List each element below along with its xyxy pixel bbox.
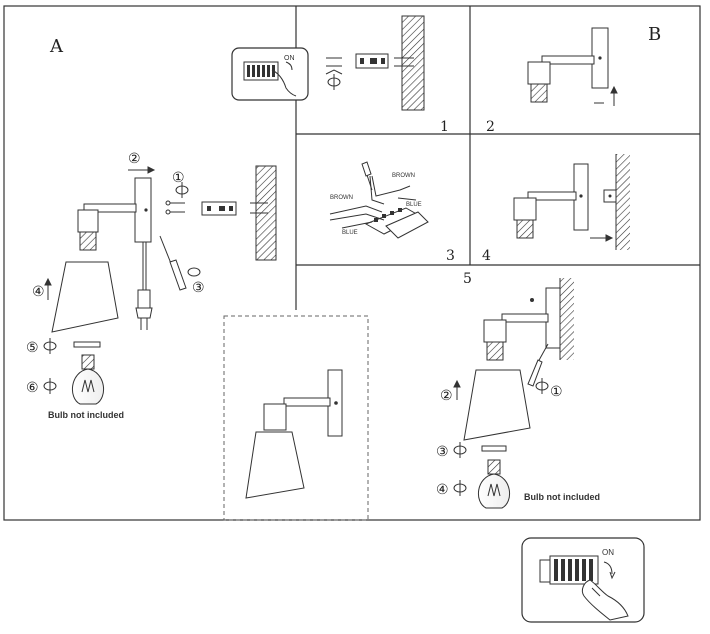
marker-a-3: ③ [192,280,205,296]
step-label-5: 5 [463,271,472,287]
panel-label-b: B [648,24,661,45]
hand-icon [581,579,629,621]
rotate-arrow-icon [175,182,189,198]
wire-brown-top: BROWN [392,173,415,179]
rotate-arrow-icon-5 [535,378,549,394]
screwdriver-icon-3 [361,161,373,191]
lamp-arm [83,203,137,213]
lamp-step2 [527,27,609,103]
switch-panel-icon-bottom: ON [521,537,645,623]
shade-ring [73,341,101,348]
rotate-arrow-icon-4 [43,378,57,394]
step-label-3: 3 [446,248,455,264]
arrow-icon [128,166,156,174]
lamp-step4 [513,163,617,239]
marker-5-4: ④ [436,482,449,498]
dashed-result-panel [223,315,369,521]
rotate-arrow-icon-7 [453,480,467,496]
rotate-arrow-icon-3 [43,338,57,354]
wall-hatch-icon-1 [401,15,425,111]
result-lamp [245,369,343,499]
arrow-icon-4 [590,234,614,242]
mounting-bracket [201,201,237,216]
bulb-note-a: Bulb not included [48,410,124,420]
mounting-bracket-1 [355,53,389,69]
wire-brown-left: BROWN [330,195,353,201]
marker-a-2: ② [128,151,141,167]
lamp-step5 [483,287,561,361]
screwdriver-icon [159,235,187,291]
marker-5-2: ② [440,388,453,404]
screw-icon [165,200,268,215]
bulb-icon-5 [478,459,510,509]
rotate-arrow-icon-6 [453,442,467,458]
wall-hatch-icon-4 [615,154,630,250]
step-label-4: 4 [482,248,491,264]
wall-hatch-icon-5 [559,278,574,360]
marker-5-1: ① [550,384,563,400]
arrow-icon-2 [594,85,618,106]
marker-a-1: ① [172,170,185,186]
switch-on-label-bottom: ON [602,548,614,557]
marker-a-6: ⑥ [26,380,39,396]
marker-5-3: ③ [436,444,449,460]
shade-ring-5 [481,445,507,452]
lamp-shade [51,261,119,333]
wire-blue-right: BLUE [406,202,422,208]
marker-a-4: ④ [32,284,45,300]
plug-icon [135,289,153,330]
bulb-icon [72,354,104,405]
power-cable [142,242,147,292]
bulb-note-5: Bulb not included [524,492,600,502]
wire-blue-left: BLUE [342,230,358,236]
screwdriver-icon-5 [527,343,549,387]
step-label-2: 2 [486,119,495,135]
marker-a-5: ⑤ [26,340,39,356]
lamp-socket [77,209,99,251]
step-label-1: 1 [440,119,449,135]
lamp-shade-5 [463,369,531,441]
rotate-arrow-icon-2 [187,267,201,277]
lamp-wall-plate [134,177,152,243]
screw-icon-1 [325,57,414,90]
switch-panel-icon: ON [231,47,309,101]
wire-connector [364,207,429,239]
panel-label-a: A [49,36,64,57]
switch-on-label-top: ON [284,55,295,62]
wires [329,175,417,229]
